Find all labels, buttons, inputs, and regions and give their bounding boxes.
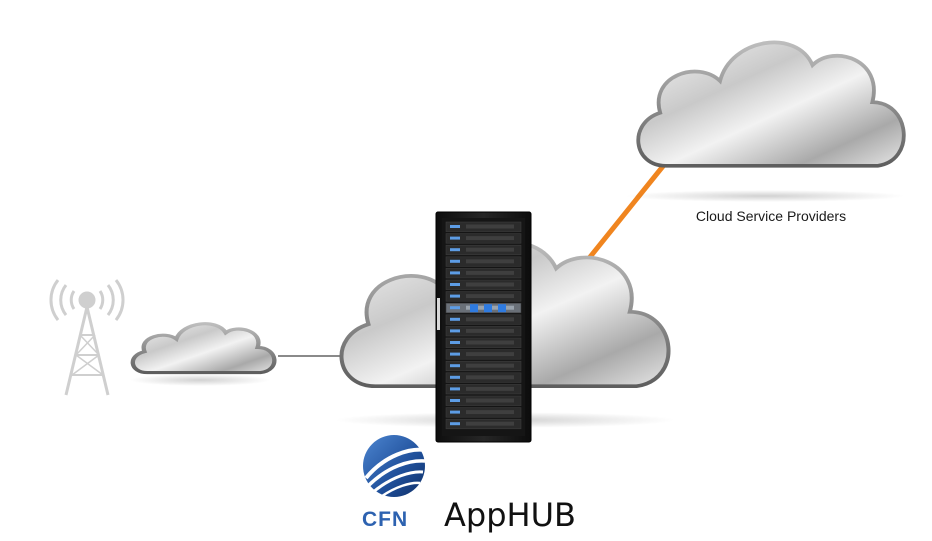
rack-unit-led bbox=[450, 375, 460, 379]
rack-unit-led bbox=[450, 399, 460, 402]
rack-unit-led bbox=[450, 341, 460, 344]
rack-unit-led bbox=[450, 259, 460, 263]
rack-unit-bay bbox=[466, 236, 514, 241]
local-cloud-icon bbox=[130, 324, 274, 386]
rack-unit-led bbox=[450, 306, 460, 310]
rack-unit-bay bbox=[466, 352, 514, 357]
server-rack-icon bbox=[435, 211, 532, 443]
rack-unit-led bbox=[450, 248, 460, 252]
rack-units bbox=[445, 221, 522, 430]
drive-indicator bbox=[498, 304, 506, 313]
rack-unit-led bbox=[450, 283, 460, 286]
rack-unit-bay bbox=[466, 363, 514, 368]
rack-unit-bay bbox=[466, 282, 514, 287]
rack-unit-bay bbox=[466, 328, 514, 333]
rack-unit-bay bbox=[466, 294, 514, 299]
rack-unit-bay bbox=[466, 340, 514, 345]
rack-unit-led bbox=[450, 317, 460, 321]
rack-unit-bay bbox=[466, 224, 514, 229]
rack-unit-bay bbox=[466, 259, 514, 264]
radio-tower-icon bbox=[49, 279, 125, 396]
cfn-globe-logo bbox=[363, 435, 426, 500]
rack-unit-bay bbox=[466, 375, 514, 380]
rack-unit-bay bbox=[466, 247, 514, 252]
apphub-product-name: AppHUB bbox=[444, 496, 576, 534]
rack-unit-led bbox=[450, 410, 460, 414]
drive-indicator bbox=[470, 304, 478, 313]
rack-unit-led bbox=[450, 387, 460, 391]
rack-unit-led bbox=[450, 271, 460, 275]
rack-unit-bay bbox=[466, 317, 514, 322]
rack-unit-led bbox=[450, 225, 460, 228]
provider-cloud-icon bbox=[625, 40, 906, 202]
rack-unit-led bbox=[450, 294, 460, 298]
rack-unit-bay bbox=[466, 398, 514, 403]
rack-unit-bay bbox=[466, 410, 514, 415]
rack-unit-bay bbox=[466, 386, 514, 391]
rack-unit-led bbox=[450, 329, 460, 333]
cfn-logo-text: CFN bbox=[362, 508, 408, 531]
rack-unit-led bbox=[450, 236, 460, 240]
rack-unit-bay bbox=[466, 421, 514, 426]
rack-unit-led bbox=[450, 364, 460, 368]
cloud-uplink-line bbox=[583, 157, 671, 265]
drive-indicator bbox=[484, 304, 492, 313]
rack-unit-bay bbox=[466, 270, 514, 275]
rack-unit-led bbox=[450, 422, 460, 426]
rack-unit-led bbox=[450, 352, 460, 356]
cloud-service-providers-label: Cloud Service Providers bbox=[696, 208, 846, 224]
